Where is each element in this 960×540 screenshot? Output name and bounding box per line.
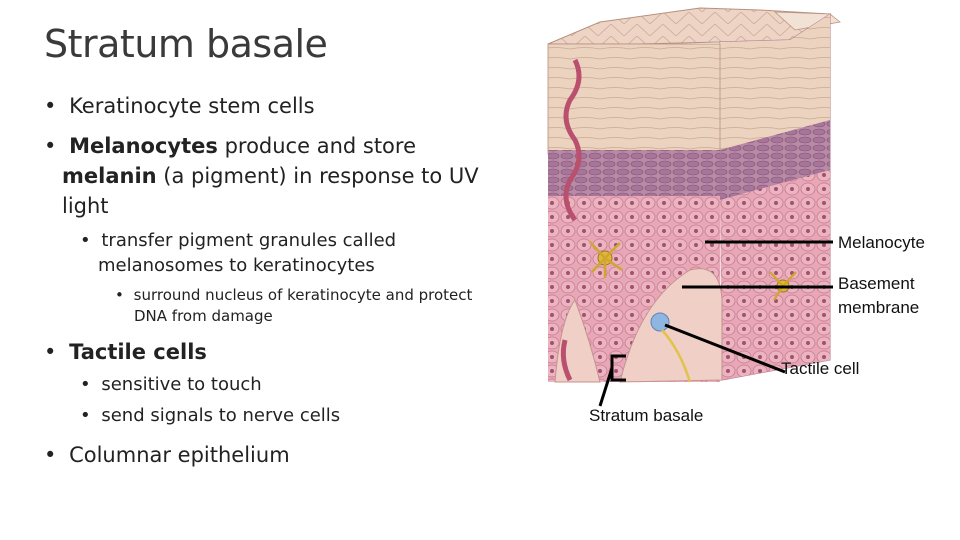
stratum-basale-bracket: [598, 354, 626, 407]
bullet-text: produce and store: [217, 134, 416, 158]
bullet-text: DNA from damage: [134, 307, 273, 325]
subsubbullet-surround: • surround nucleus of keratinocyte and p…: [115, 285, 535, 327]
subbullet-transfer: • transfer pigment granules called melan…: [80, 228, 500, 278]
bullet-text: melanosomes to keratinocytes: [98, 255, 375, 276]
bullet-dot: •: [80, 374, 91, 395]
bullet-melanocytes: • Melanocytes produce and store melanin …: [44, 131, 514, 221]
front-face: [547, 43, 723, 383]
bullet-dot: •: [44, 340, 57, 364]
bullet-text: Columnar epithelium: [69, 443, 290, 467]
basement-membrane-label: Basement membrane: [838, 272, 919, 320]
bullet-dot: •: [44, 134, 57, 158]
tactile-cell-label: Tactile cell: [781, 359, 860, 378]
bullet-text: (a pigment) in response to UV: [156, 164, 479, 188]
subbullet-signals: • send signals to nerve cells: [80, 403, 340, 428]
bullet-columnar: • Columnar epithelium: [44, 440, 290, 470]
bullet-keratinocyte: • Keratinocyte stem cells: [44, 91, 315, 121]
basement-label-line2: membrane: [838, 298, 920, 317]
right-face: [719, 13, 831, 381]
bullet-text: light: [62, 194, 109, 218]
melanin-term: melanin: [62, 164, 157, 188]
subbullet-sensitive: • sensitive to touch: [80, 372, 262, 397]
melanocytes-term: Melanocytes: [69, 134, 218, 158]
bullet-text: transfer pigment granules called: [101, 230, 397, 251]
bullet-dot: •: [115, 286, 124, 304]
bullet-text: Tactile cells: [69, 340, 207, 364]
bullet-dot: •: [80, 405, 91, 426]
bullet-dot: •: [80, 230, 91, 251]
tactile-leader-line: [664, 323, 786, 374]
bullet-text: sensitive to touch: [101, 374, 262, 395]
bullet-text: surround nucleus of keratinocyte and pro…: [133, 286, 473, 304]
bullet-dot: •: [44, 94, 57, 118]
melanocyte-cell: [589, 241, 623, 278]
bullet-text: Keratinocyte stem cells: [69, 94, 315, 118]
melanocyte-label: Melanocyte: [838, 233, 925, 252]
tactile-cell: [650, 312, 692, 383]
stratum-basale-label: Stratum basale: [589, 406, 704, 425]
slide-title: Stratum basale: [44, 22, 328, 66]
bullet-tactile-cells: • Tactile cells: [44, 337, 207, 367]
basement-label-line1: Basement: [838, 274, 915, 293]
bullet-text: send signals to nerve cells: [101, 405, 341, 426]
bullet-dot: •: [44, 443, 57, 467]
